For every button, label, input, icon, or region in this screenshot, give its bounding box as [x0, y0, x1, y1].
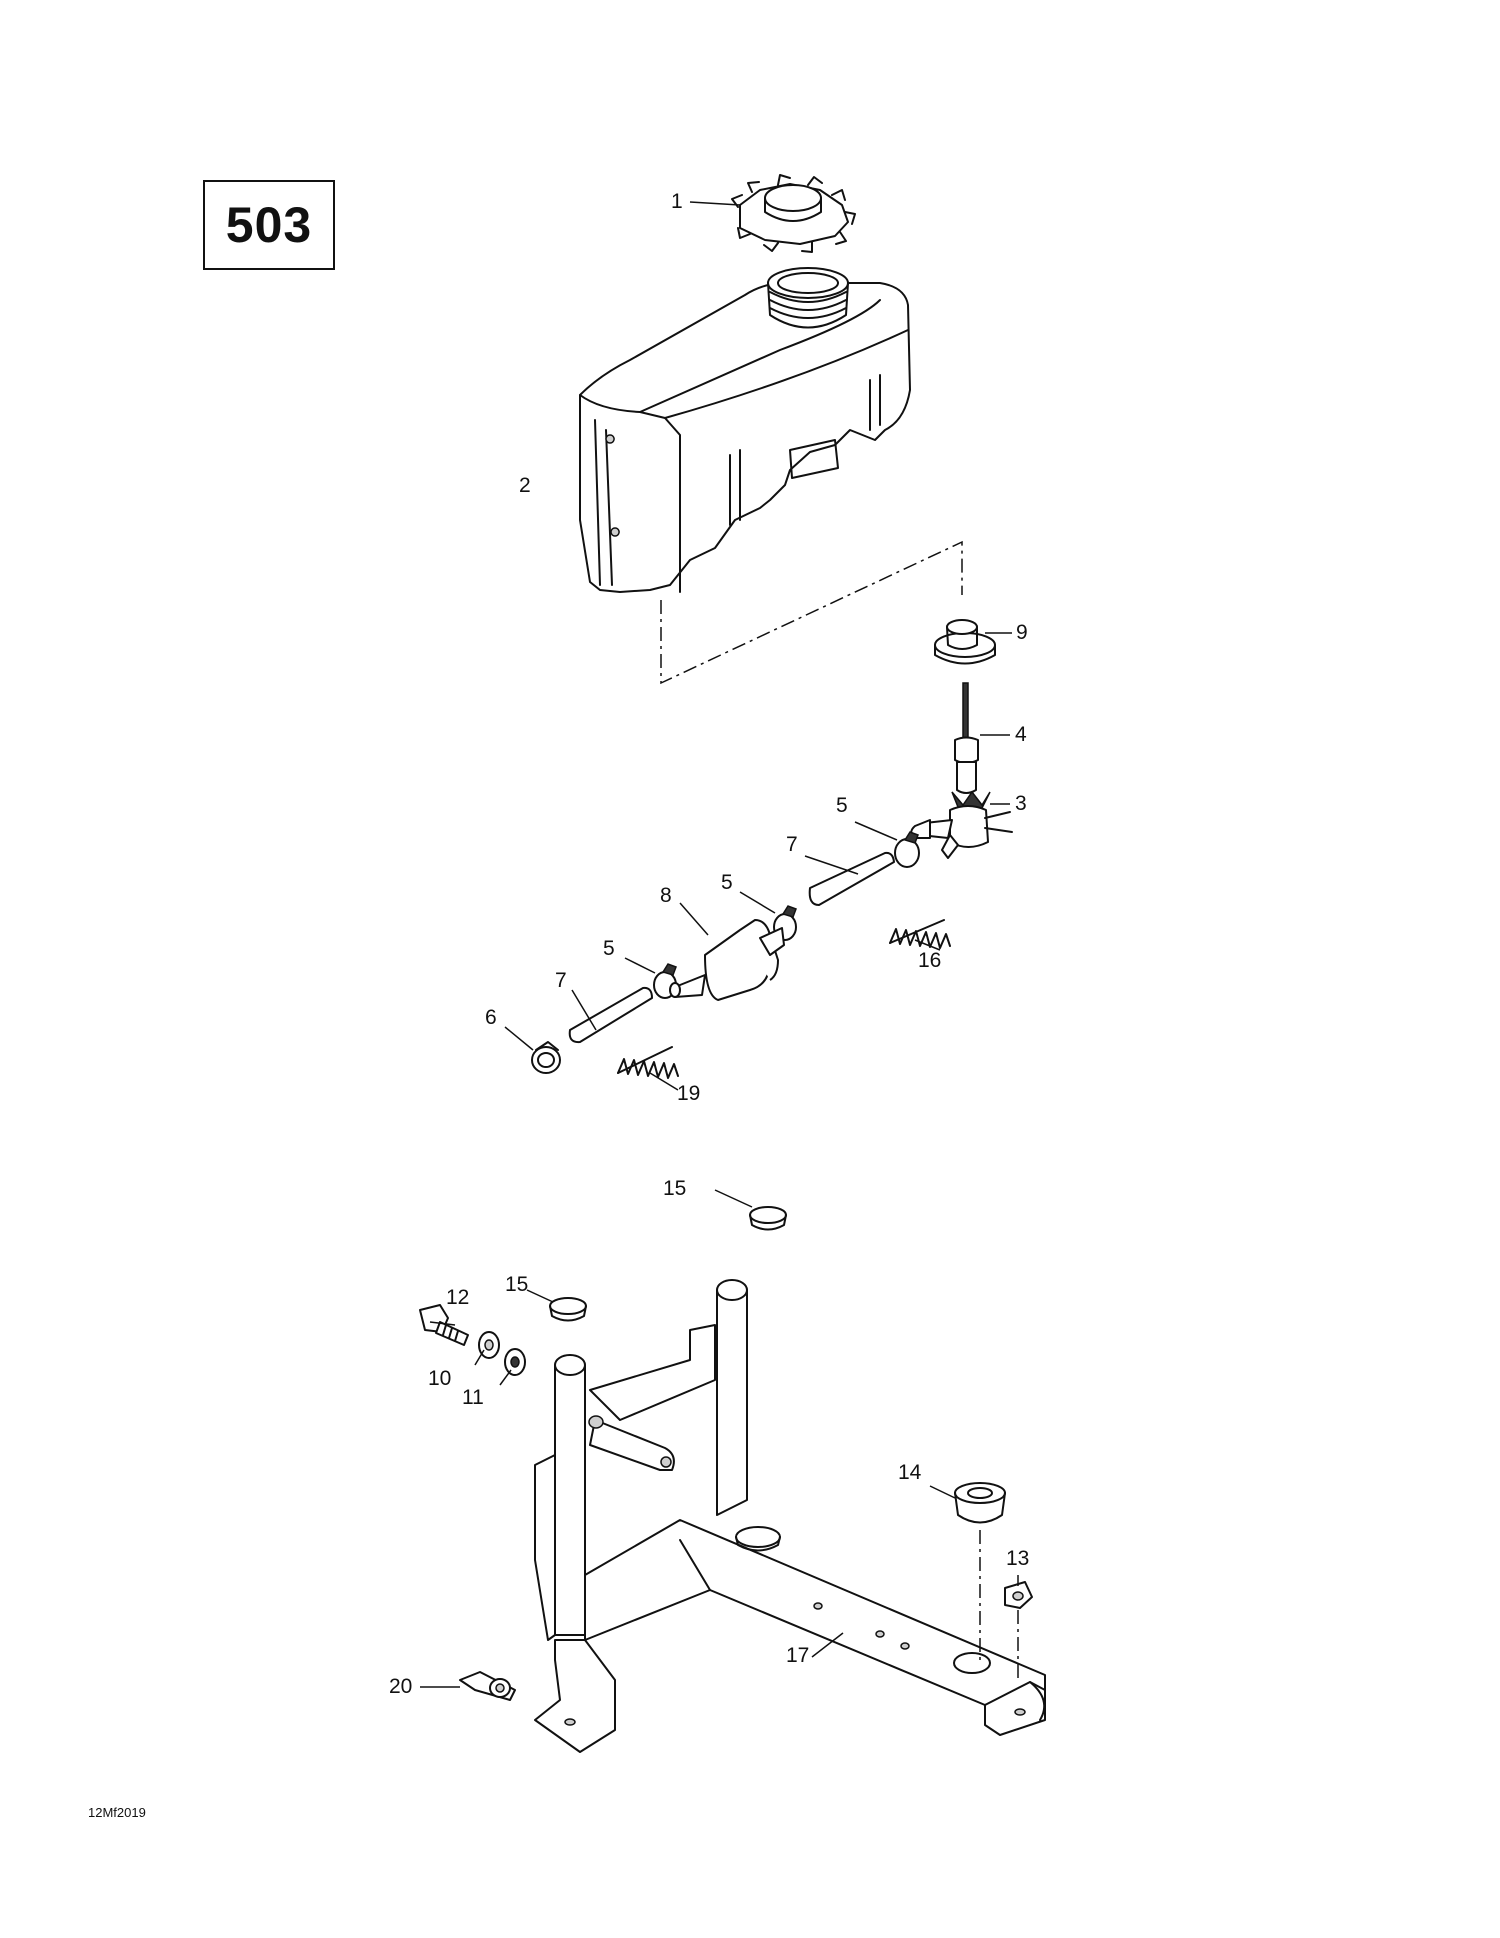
callout-11: 11: [462, 1386, 484, 1409]
callout-7-upper: 7: [786, 833, 798, 856]
callout-2: 2: [519, 474, 531, 497]
callout-6: 6: [485, 1006, 497, 1029]
part-11-washer: [504, 1348, 526, 1376]
part-16-spring: [889, 919, 951, 949]
callout-9: 9: [1016, 621, 1028, 644]
part-9-grommet: [934, 619, 996, 665]
callout-13: 13: [1006, 1547, 1030, 1570]
part-15-plugs: [549, 1206, 787, 1322]
callout-14: 14: [898, 1461, 922, 1484]
callout-15-upper: 15: [663, 1177, 687, 1200]
leader-lines: [420, 201, 1019, 1688]
page-code-box: 503: [203, 180, 335, 270]
callout-8: 8: [660, 884, 672, 907]
callout-7-lower: 7: [555, 969, 567, 992]
callout-5-upper: 5: [836, 794, 848, 817]
callout-20: 20: [389, 1675, 413, 1698]
part-13-nut: [1004, 1581, 1033, 1680]
part-6-clamp: [531, 1041, 561, 1074]
callout-1: 1: [671, 190, 683, 213]
callout-17: 17: [786, 1644, 810, 1667]
part-12-bolt: [419, 1304, 469, 1346]
callout-3: 3: [1015, 792, 1027, 815]
part-20-clip: [459, 1671, 516, 1701]
part-1-tank-cap: [731, 174, 856, 253]
callout-4: 4: [1015, 723, 1027, 746]
part-19-spring: [617, 1046, 679, 1079]
callout-5-lower: 5: [603, 937, 615, 960]
callout-12: 12: [446, 1286, 470, 1309]
callout-15-lower: 15: [505, 1273, 529, 1296]
part-5-clamps: [653, 831, 920, 999]
part-14-grommet: [954, 1482, 1006, 1660]
part-2-fuel-tank: [579, 267, 963, 685]
part-4-pickup: [954, 682, 979, 794]
document-code: 12Mf2019: [88, 1805, 146, 1820]
part-7-hoses: [568, 851, 895, 1044]
callout-19: 19: [677, 1082, 701, 1105]
part-10-washer: [478, 1331, 500, 1359]
part-17-bracket: [534, 1279, 1046, 1753]
callout-5-middle: 5: [721, 871, 733, 894]
callout-16: 16: [918, 949, 942, 972]
part-8-fuel-filter: [669, 919, 785, 1001]
callout-10: 10: [428, 1367, 452, 1390]
part-3-valve: [910, 790, 1013, 859]
